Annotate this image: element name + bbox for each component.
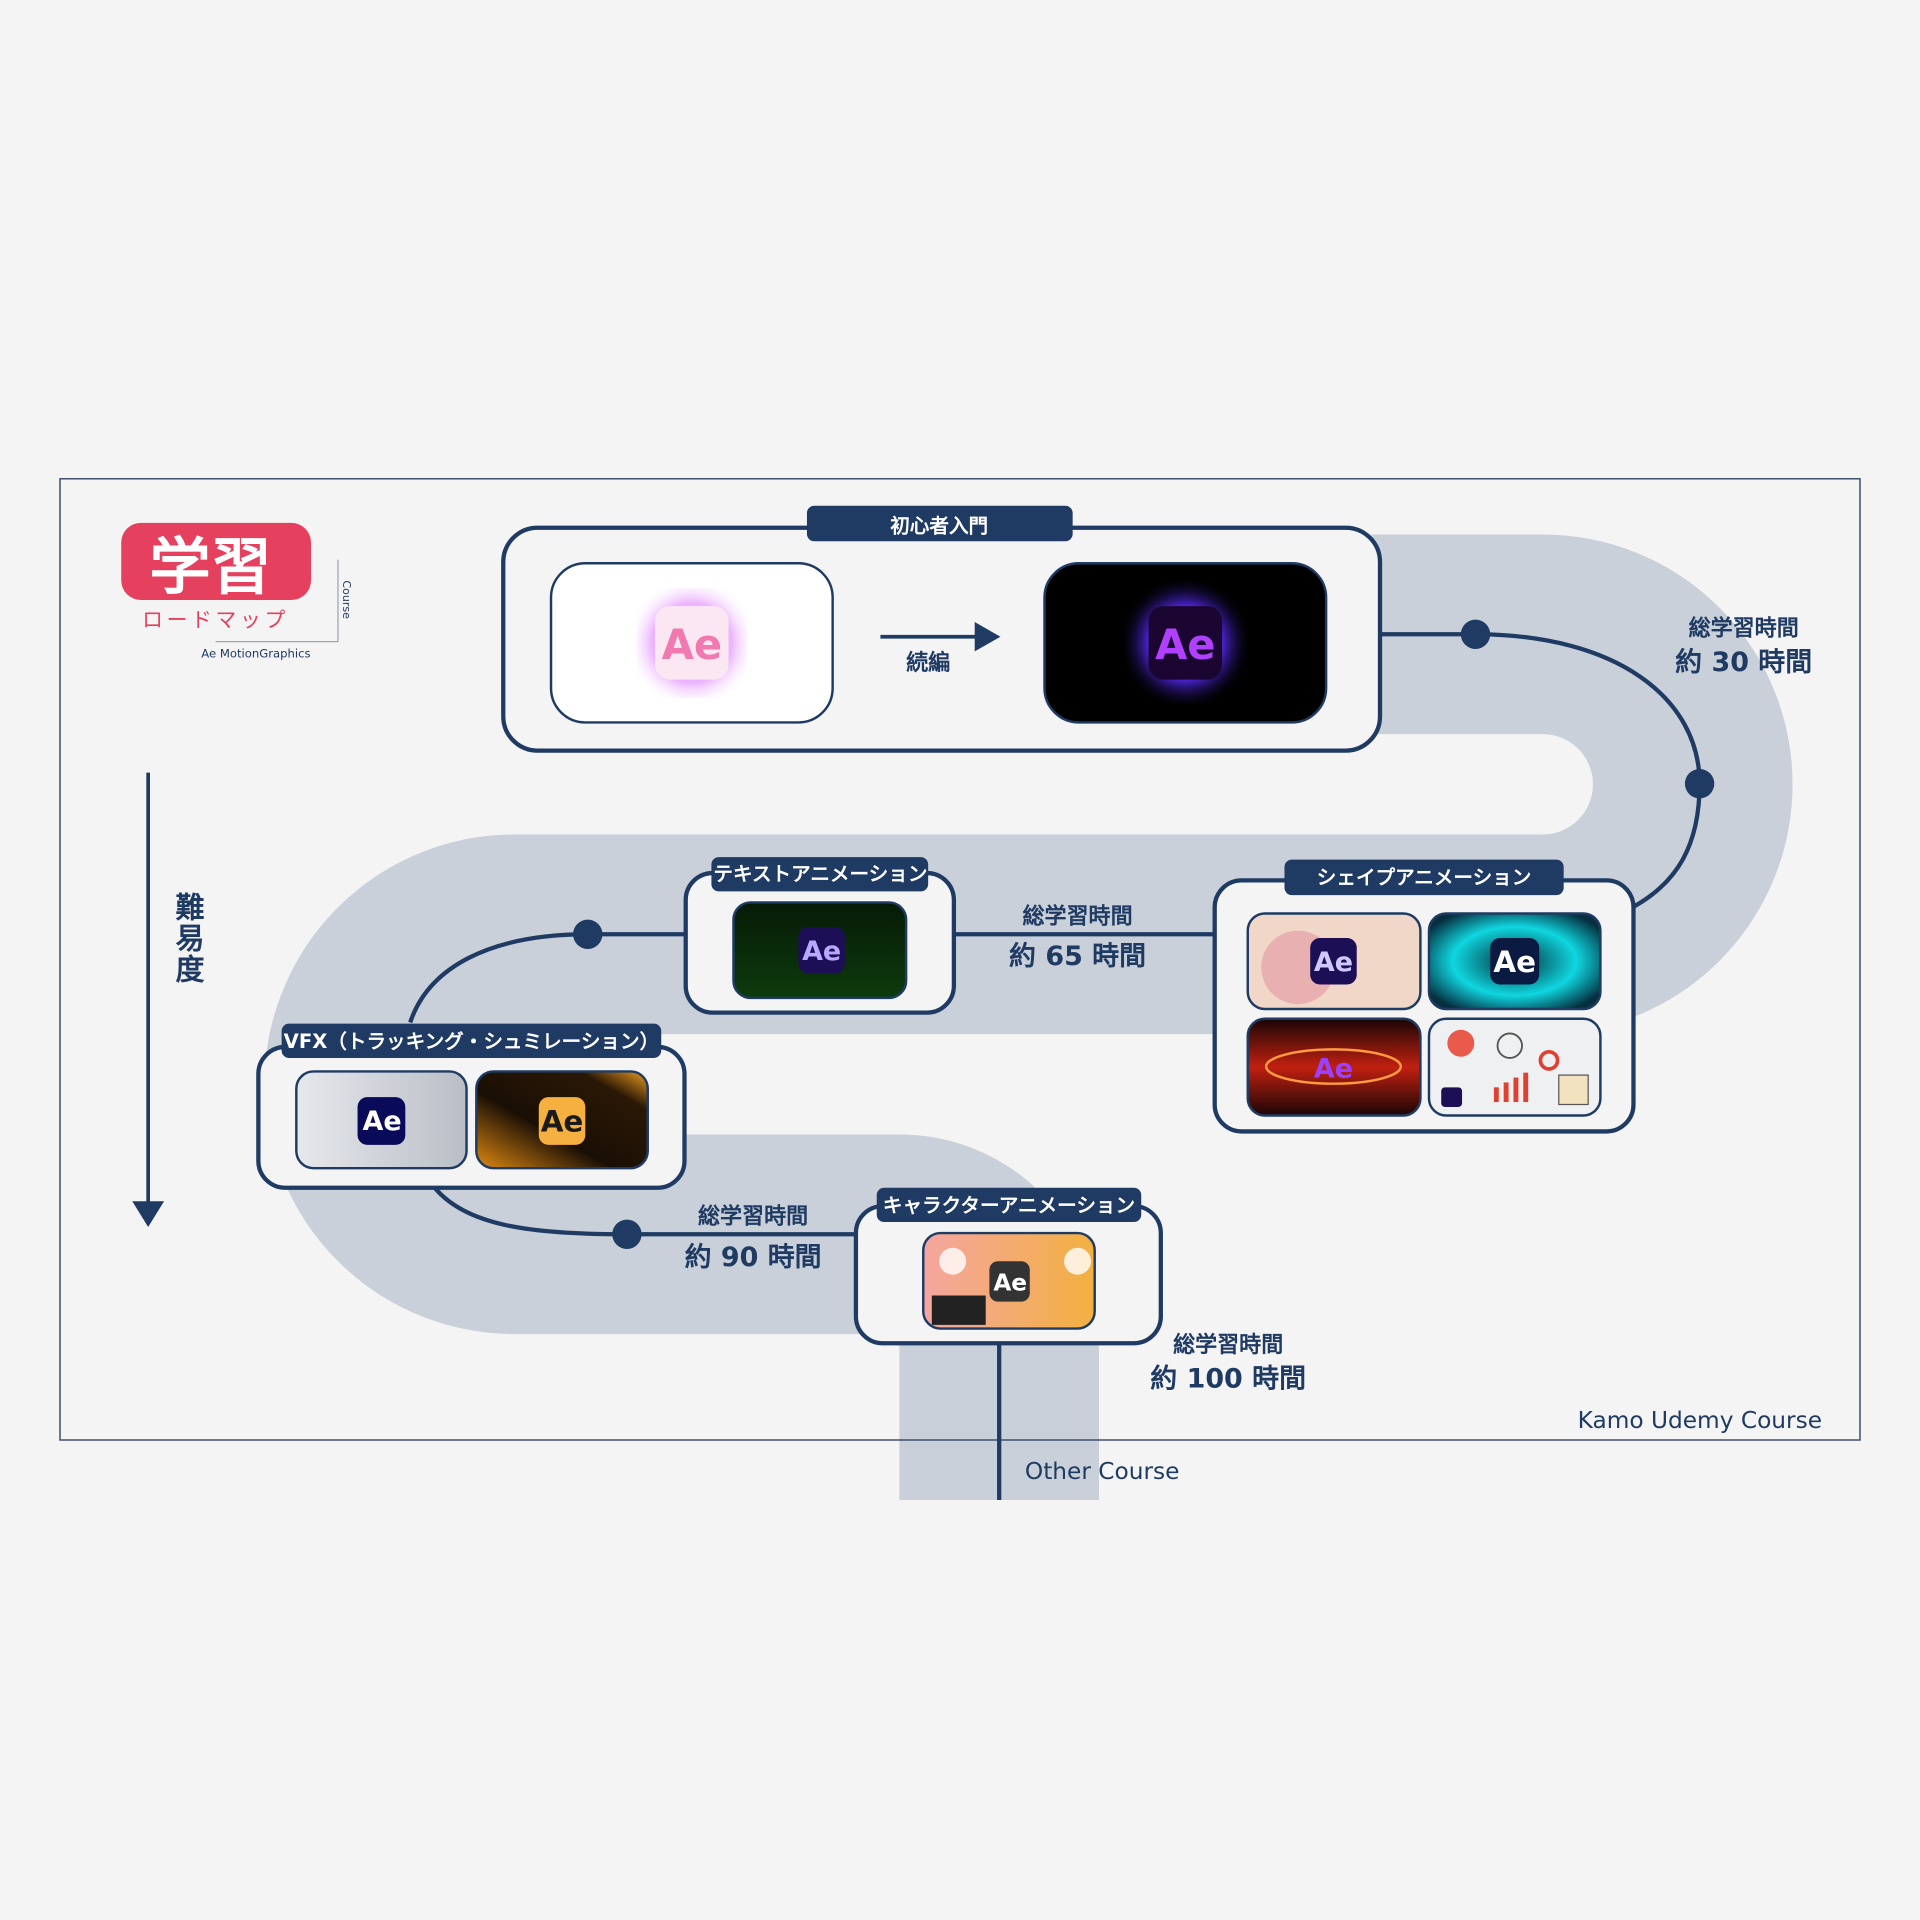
milestone-dot — [612, 1219, 642, 1249]
ae-icon — [1490, 937, 1540, 985]
section-title: キャラクターアニメーション — [883, 1194, 1135, 1217]
section-text-animation[interactable]: テキストアニメーション Ae — [683, 857, 957, 1015]
svg-text:総学習時間: 総学習時間 — [1022, 903, 1132, 929]
logo-side: Course — [340, 580, 353, 619]
ae-icon — [798, 926, 845, 974]
milestone-dot — [573, 919, 603, 949]
difficulty-label: 難易度 — [171, 892, 205, 985]
svg-text:Ae: Ae — [1493, 945, 1536, 979]
roadmap-path — [408, 632, 1702, 1500]
svg-text:約 90 時間: 約 90 時間 — [685, 1241, 822, 1273]
svg-text:総学習時間: 総学習時間 — [1689, 616, 1799, 642]
milestone-dots — [573, 619, 1715, 1249]
milestone-dot — [1684, 768, 1715, 799]
svg-text:約 30 時間: 約 30 時間 — [1675, 646, 1812, 678]
course-thumbnail[interactable] — [1246, 1017, 1422, 1117]
svg-text:約 100 時間: 約 100 時間 — [1150, 1362, 1306, 1394]
svg-text:総学習時間: 総学習時間 — [698, 1203, 808, 1229]
time-65: 総学習時間 約 65 時間 — [1009, 903, 1146, 972]
svg-text:Ae: Ae — [1314, 1054, 1353, 1085]
milestone-dot — [1460, 619, 1491, 649]
ae-icon — [538, 1097, 586, 1145]
section-character-animation[interactable]: キャラクターアニメーション Ae — [853, 1187, 1163, 1346]
arrow-label: 続編 — [906, 650, 950, 676]
time-100: 総学習時間 約 100 時間 — [1150, 1332, 1306, 1395]
difficulty-axis — [132, 772, 165, 1227]
svg-text:Ae: Ae — [362, 1106, 401, 1137]
svg-text:Ae: Ae — [662, 620, 722, 669]
svg-text:約 65 時間: 約 65 時間 — [1009, 940, 1146, 972]
ae-icon — [1148, 606, 1223, 680]
time-90: 総学習時間 約 90 時間 — [685, 1203, 822, 1273]
time-30: 総学習時間 約 30 時間 — [1675, 616, 1812, 679]
svg-text:総学習時間: 総学習時間 — [1173, 1332, 1283, 1358]
section-title: 初心者入門 — [890, 515, 988, 538]
credit-text: Kamo Udemy Course — [1578, 1407, 1822, 1434]
arrow-down-icon — [132, 1201, 165, 1227]
logo-main: 学習 — [149, 532, 271, 603]
logo-caption: Ae MotionGraphics — [201, 647, 310, 661]
ae-icon — [655, 606, 729, 680]
section-beginner[interactable]: 初心者入門 Ae 続編 Ae — [501, 505, 1383, 753]
section-shape-animation[interactable]: シェイプアニメーション Ae Ae Ae — [1212, 859, 1636, 1134]
ae-icon — [1310, 937, 1357, 985]
ae-icon — [989, 1261, 1030, 1302]
other-course-link[interactable]: Other Course — [1025, 1458, 1180, 1485]
section-vfx[interactable]: VFX（トラッキング・シュミレーション） Ae Ae — [256, 1023, 687, 1190]
arrow-right-icon — [974, 622, 1001, 652]
logo: 学習 ロードマップ Course Ae MotionGraphics — [121, 522, 353, 661]
svg-text:Ae: Ae — [1155, 620, 1215, 669]
section-title: テキストアニメーション — [713, 862, 927, 885]
svg-text:Ae: Ae — [1314, 947, 1353, 978]
section-title: シェイプアニメーション — [1317, 866, 1532, 889]
svg-text:Ae: Ae — [541, 1104, 584, 1138]
ae-icon — [1441, 1087, 1463, 1107]
ae-icon — [357, 1097, 406, 1145]
svg-text:Ae: Ae — [802, 936, 841, 967]
section-title: VFX（トラッキング・シュミレーション） — [284, 1030, 659, 1053]
svg-text:Ae: Ae — [993, 1270, 1027, 1297]
logo-sub: ロードマップ — [142, 608, 289, 632]
frame-border — [59, 478, 1861, 1441]
